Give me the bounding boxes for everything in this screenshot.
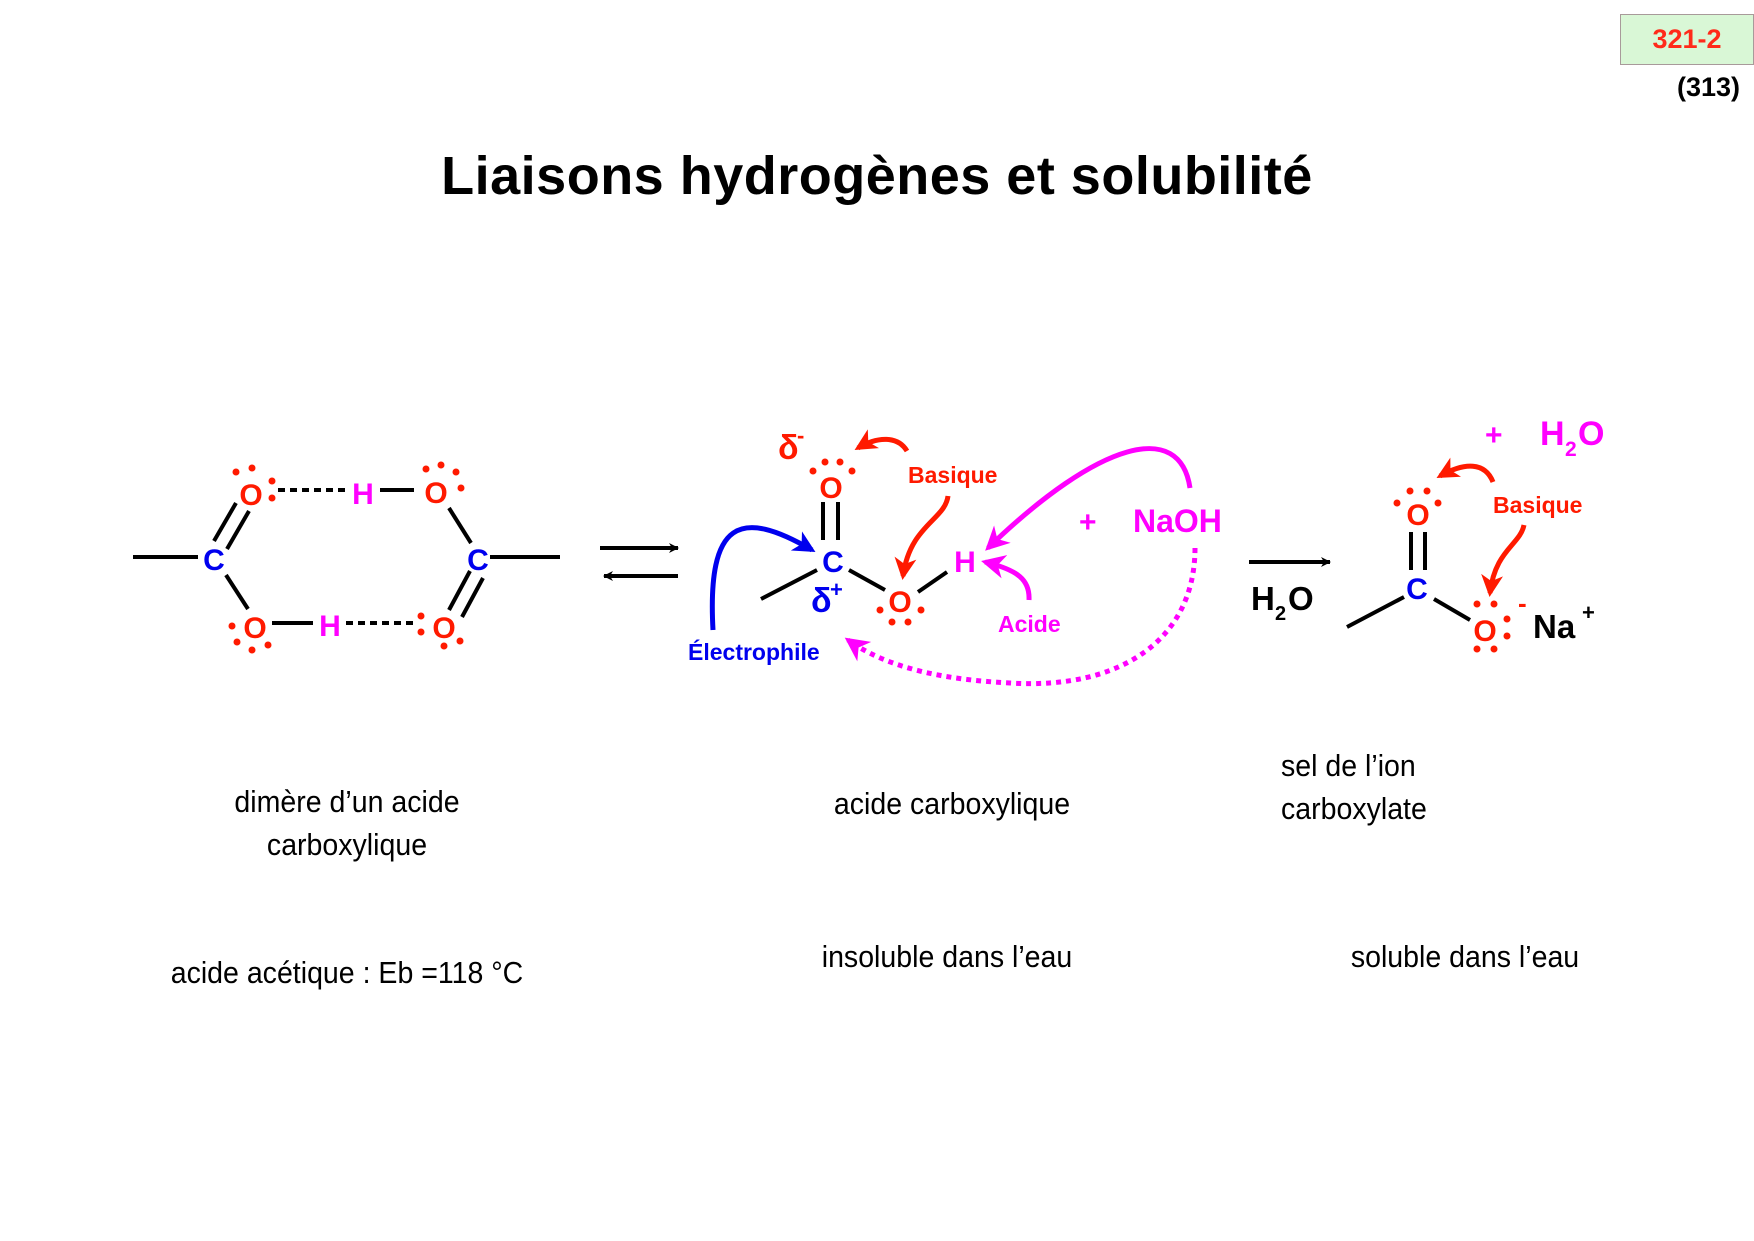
acid-structure: O C O H δ - δ + Basique Électrophile Aci… — [688, 423, 1222, 687]
condition-o: O — [1288, 580, 1314, 617]
label-basique: Basique — [908, 462, 997, 488]
caption-dimer-line2: carboxylique — [266, 827, 428, 862]
slide-code-badge: 321-2 — [1620, 14, 1754, 65]
atom-oxygen: O — [239, 479, 262, 512]
page-reference: (313) — [1676, 72, 1740, 102]
reaction-arrow: H 2 O — [1249, 557, 1331, 625]
atom-hydrogen: H — [954, 546, 976, 579]
page-title: Liaisons hydrogènes et solubilité — [441, 146, 1313, 206]
label-acide: Acide — [998, 611, 1061, 637]
counter-ion-na: Na — [1533, 608, 1576, 645]
negative-charge: - — [1518, 588, 1527, 618]
caption-acid: acide carboxylique — [833, 786, 1071, 821]
reagent-plus: + — [1079, 506, 1097, 539]
atom-oxygen: O — [424, 477, 447, 510]
atom-oxygen: O — [819, 472, 842, 505]
atom-carbon: C — [467, 544, 489, 577]
lone-pair-dots — [1393, 487, 1511, 653]
property-dimer: acide acétique : Eb =118 °C — [170, 955, 524, 990]
equilibrium-arrows — [600, 543, 679, 581]
condition-subscript: 2 — [1275, 603, 1286, 625]
atom-hydrogen: H — [319, 610, 341, 643]
label-basique: Basique — [1493, 492, 1582, 518]
lone-pair-dots — [228, 461, 465, 654]
reagent-naoh: NaOH — [1133, 503, 1222, 539]
partial-charge-negative: δ — [778, 429, 799, 467]
atom-carbon: C — [1406, 573, 1428, 606]
atom-oxygen: O — [1473, 615, 1496, 648]
byproduct-h: H — [1540, 415, 1565, 453]
caption-salt-line1: sel de l’ion — [1281, 748, 1416, 783]
atom-oxygen: O — [243, 612, 266, 645]
atom-oxygen: O — [1406, 499, 1429, 532]
partial-charge-positive: δ — [811, 582, 832, 620]
caption-dimer-line1: dimère d’un acide — [234, 784, 460, 819]
byproduct-subscript: 2 — [1565, 438, 1577, 461]
dimer-structure: O C O H H O C O — [133, 461, 560, 654]
atom-oxygen: O — [432, 612, 455, 645]
atom-carbon: C — [822, 546, 844, 579]
atom-oxygen: O — [888, 586, 911, 619]
atom-carbon: C — [203, 544, 225, 577]
condition-h: H — [1251, 580, 1275, 617]
caption-salt: sel de l’ion carboxylate — [1281, 744, 1649, 830]
atom-hydrogen: H — [352, 478, 374, 511]
property-acid: insoluble dans l’eau — [821, 939, 1073, 974]
label-electrophile: Électrophile — [688, 638, 820, 665]
partial-charge-sign: + — [830, 577, 843, 602]
partial-charge-sign: - — [797, 423, 804, 448]
property-salt: soluble dans l’eau — [1350, 939, 1580, 974]
byproduct-plus: + — [1485, 419, 1503, 452]
lone-pair-dots — [809, 458, 925, 626]
salt-structure: O C O - Na + Basique + H 2 O — [1346, 415, 1604, 653]
caption-dimer: dimère d’un acide carboxylique — [163, 780, 531, 866]
counter-ion-charge: + — [1582, 600, 1595, 625]
byproduct-o: O — [1578, 415, 1604, 453]
caption-salt-line2: carboxylate — [1281, 791, 1427, 826]
